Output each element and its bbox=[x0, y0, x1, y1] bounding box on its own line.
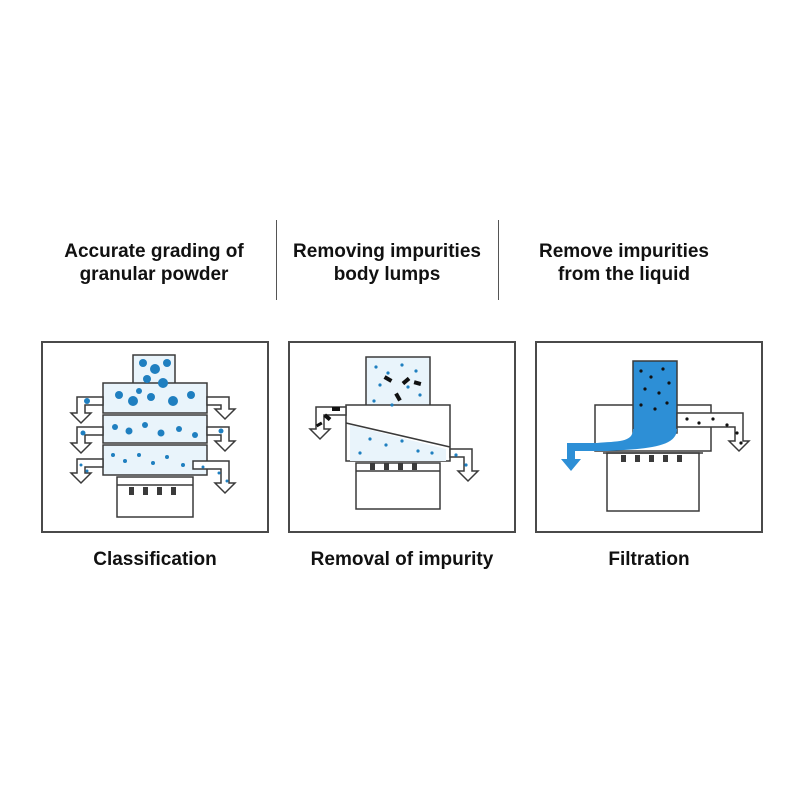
heading-line: Remove impurities bbox=[539, 241, 709, 262]
filtration-sieve-illustration bbox=[561, 360, 751, 512]
heading-filtration: Remove impurities from the liquid bbox=[506, 240, 742, 286]
removal-sieve-illustration bbox=[308, 356, 480, 510]
caption-classification: Classification bbox=[93, 549, 217, 570]
heading-line: body lumps bbox=[333, 264, 441, 285]
heading-removal: Removing impurities body lumps bbox=[280, 240, 494, 286]
heading-classification: Accurate grading of granular powder bbox=[40, 240, 268, 286]
filtration-diagram-panel bbox=[535, 341, 763, 533]
removal-diagram-panel bbox=[288, 341, 516, 533]
classification-diagram-panel bbox=[41, 341, 269, 533]
caption-filtration: Filtration bbox=[608, 549, 690, 570]
classification-sieve-illustration bbox=[69, 354, 237, 518]
heading-line: Removing impurities bbox=[293, 241, 481, 262]
heading-line: Accurate grading of bbox=[64, 241, 244, 262]
column-divider bbox=[276, 220, 277, 300]
heading-line: from the liquid bbox=[558, 264, 690, 285]
caption-removal: Removal of impurity bbox=[310, 549, 494, 570]
column-divider bbox=[498, 220, 499, 300]
heading-line: granular powder bbox=[79, 264, 229, 285]
